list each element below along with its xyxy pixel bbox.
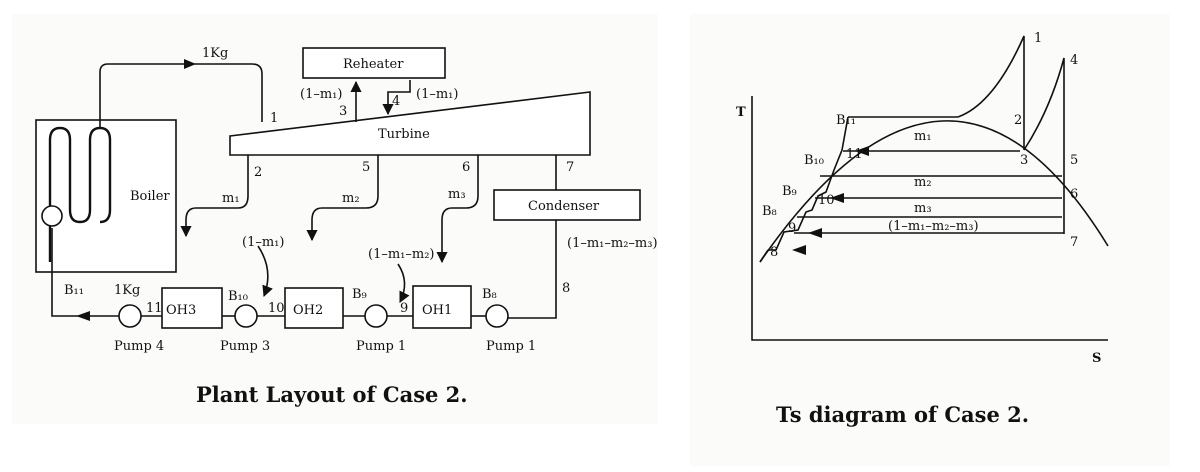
main-steam-arrow bbox=[184, 59, 196, 69]
ts-b8-label: B₈ bbox=[762, 204, 777, 219]
condenser-outlet-line bbox=[508, 220, 557, 319]
point-1-label: 1 bbox=[270, 111, 278, 126]
ts-diagram-panel: T S 1 2 3 4 5 6 7 8 9 10 11 B₁₁ B₁₀ B₉ bbox=[690, 14, 1170, 466]
plant-layout-panel: Boiler 1Kg 1 Turbine Reheater (1–m₁) (1–… bbox=[12, 14, 658, 424]
ts-point-9: 9 bbox=[788, 221, 796, 236]
transfer-oh2-curve bbox=[397, 263, 410, 304]
pump-3-label: Pump 3 bbox=[220, 339, 270, 354]
extraction-m3-line bbox=[436, 155, 479, 264]
ts-point-8: 8 bbox=[770, 245, 778, 260]
reheater-label: Reheater bbox=[343, 57, 404, 72]
flow-after-oh2-label: (1–m₁–m₂) bbox=[368, 247, 435, 262]
boiler-label: Boiler bbox=[130, 189, 170, 204]
heater-oh1-label: OH1 bbox=[422, 303, 452, 318]
ts-point-3: 3 bbox=[1020, 153, 1028, 168]
flow-m3-label: m₃ bbox=[448, 187, 466, 202]
heater-oh3 bbox=[161, 287, 223, 329]
heater-oh3-label: OH3 bbox=[166, 303, 196, 318]
arrow-remaining-flow bbox=[792, 245, 806, 255]
arrow-m2 bbox=[830, 193, 844, 203]
boiler-feed-circle bbox=[41, 205, 63, 227]
ts-m3-label: m₃ bbox=[914, 201, 932, 216]
heater-oh1 bbox=[412, 285, 472, 329]
ts-b11-label: B₁₁ bbox=[836, 113, 856, 128]
ts-point-4: 4 bbox=[1070, 53, 1078, 68]
reheat-4-expansion bbox=[1023, 57, 1065, 234]
flow-after-oh3-label: (1–m₁) bbox=[242, 235, 284, 250]
point-8-label: 8 bbox=[562, 281, 570, 296]
flow-m1-label: m₁ bbox=[222, 191, 240, 206]
condenser-flow-label: (1–m₁–m₂–m₃) bbox=[567, 236, 658, 251]
mass-top-label: 1Kg bbox=[202, 46, 228, 61]
transfer-oh3-curve bbox=[257, 245, 273, 298]
ts-remaining-label: (1–m₁–m₂–m₃) bbox=[888, 219, 979, 234]
pump-1a-circle bbox=[364, 304, 388, 328]
b9-label: B₉ bbox=[352, 287, 367, 302]
feed-arrow bbox=[76, 311, 90, 321]
t-axis-label: T bbox=[736, 105, 746, 120]
ts-m2-label: m₂ bbox=[914, 175, 932, 190]
to-reheater-flow-label: (1–m₁) bbox=[300, 87, 342, 102]
boiler-box bbox=[35, 119, 177, 273]
point-6-label: 6 bbox=[462, 160, 470, 175]
point-9-label: 9 bbox=[400, 301, 408, 316]
left-caption: Plant Layout of Case 2. bbox=[196, 382, 468, 407]
feed-heating-steps bbox=[768, 116, 849, 251]
heater-oh2 bbox=[284, 287, 344, 329]
turbine-shape bbox=[229, 91, 591, 156]
point-11-label: 11 bbox=[146, 301, 163, 316]
reheater-box bbox=[302, 47, 446, 79]
feed-line-to-boiler bbox=[51, 228, 119, 317]
superheat-1-expansion bbox=[957, 35, 1025, 150]
b11-label: B₁₁ bbox=[64, 283, 84, 298]
pump-3-circle bbox=[234, 304, 258, 328]
pump-1b-label: Pump 1 bbox=[486, 339, 536, 354]
ts-point-7: 7 bbox=[1070, 235, 1078, 250]
pump-1a-label: Pump 1 bbox=[356, 339, 406, 354]
ts-b10-label: B₁₀ bbox=[804, 153, 824, 168]
from-reheater-flow-label: (1–m₁) bbox=[416, 87, 458, 102]
point-2-label: 2 bbox=[254, 165, 262, 180]
arrow-m1 bbox=[855, 146, 869, 156]
point-4-label: 4 bbox=[392, 94, 400, 109]
right-panel-background bbox=[690, 14, 1170, 466]
extraction-m1-line bbox=[180, 155, 249, 238]
point-5-label: 5 bbox=[362, 160, 370, 175]
point-3-label: 3 bbox=[339, 104, 347, 119]
b10-label: B₁₀ bbox=[228, 289, 248, 304]
ts-point-1: 1 bbox=[1034, 31, 1042, 46]
ts-point-2: 2 bbox=[1014, 113, 1022, 128]
from-reheater-line bbox=[382, 80, 411, 116]
ts-point-5: 5 bbox=[1070, 153, 1078, 168]
condenser-box bbox=[493, 189, 641, 221]
pump-4-circle bbox=[118, 304, 142, 328]
ts-axes bbox=[751, 96, 1108, 341]
extraction-m2-line bbox=[306, 155, 379, 242]
ts-point-11: 11 bbox=[846, 147, 863, 162]
turbine-label: Turbine bbox=[378, 127, 430, 142]
pump-1b-circle bbox=[485, 304, 509, 328]
ts-point-6: 6 bbox=[1070, 187, 1078, 202]
heater-oh2-label: OH2 bbox=[293, 303, 323, 318]
boiler-coil bbox=[48, 126, 112, 262]
right-caption: Ts diagram of Case 2. bbox=[776, 402, 1029, 427]
ts-point-10: 10 bbox=[818, 193, 835, 208]
s-axis-label: S bbox=[1092, 351, 1101, 366]
ts-b9-label: B₉ bbox=[782, 184, 797, 199]
mass-bottom-label: 1Kg bbox=[114, 283, 140, 298]
pump-4-label: Pump 4 bbox=[114, 339, 164, 354]
liquid-line-8 bbox=[759, 249, 769, 263]
ts-m1-label: m₁ bbox=[914, 129, 932, 144]
point-10-label: 10 bbox=[268, 301, 285, 316]
b8-label: B₈ bbox=[482, 287, 497, 302]
main-steam-line bbox=[99, 63, 263, 128]
point-7-label: 7 bbox=[566, 160, 574, 175]
arrow-m3 bbox=[808, 228, 822, 238]
flow-m2-label: m₂ bbox=[342, 191, 360, 206]
condenser-label: Condenser bbox=[528, 199, 600, 214]
